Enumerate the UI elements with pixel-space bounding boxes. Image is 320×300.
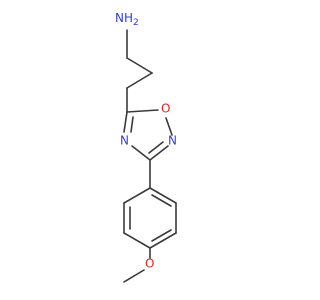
molecule-structure: NH2 O N N O [115,11,177,283]
bond-ph4-ph5 [123,232,151,249]
bond-o1-n2 [165,117,173,136]
bond-n2-c3-ring-double [148,141,164,154]
bond-ph3-ph4 [149,232,177,249]
bond-c2-c3 [126,72,153,89]
amine-label: NH2 [115,11,139,28]
bond-ph1-ph2-double [151,194,172,207]
bond-n2-c3-ring [149,145,169,161]
ring-oxygen-label: O [161,102,170,116]
bond-ph3-ph4-double [151,229,172,242]
bond-ph1-ph2 [149,187,177,204]
bond-n4-c5-double [130,116,134,133]
ether-oxygen-label: O [145,257,154,271]
amine-label-subscript: 2 [133,18,139,28]
bond-oxygen-methyl [123,269,145,283]
ring-nitrogen-right-label: N [168,134,177,148]
bond-c5-o1 [126,109,159,113]
amine-label-main: NH [115,11,133,25]
bond-n4-c5 [123,111,128,133]
bond-c1-c2 [126,57,153,74]
bond-c3-n4 [131,145,151,161]
bond-ph6-ph1 [123,187,151,204]
ring-nitrogen-left-label: N [120,134,129,148]
